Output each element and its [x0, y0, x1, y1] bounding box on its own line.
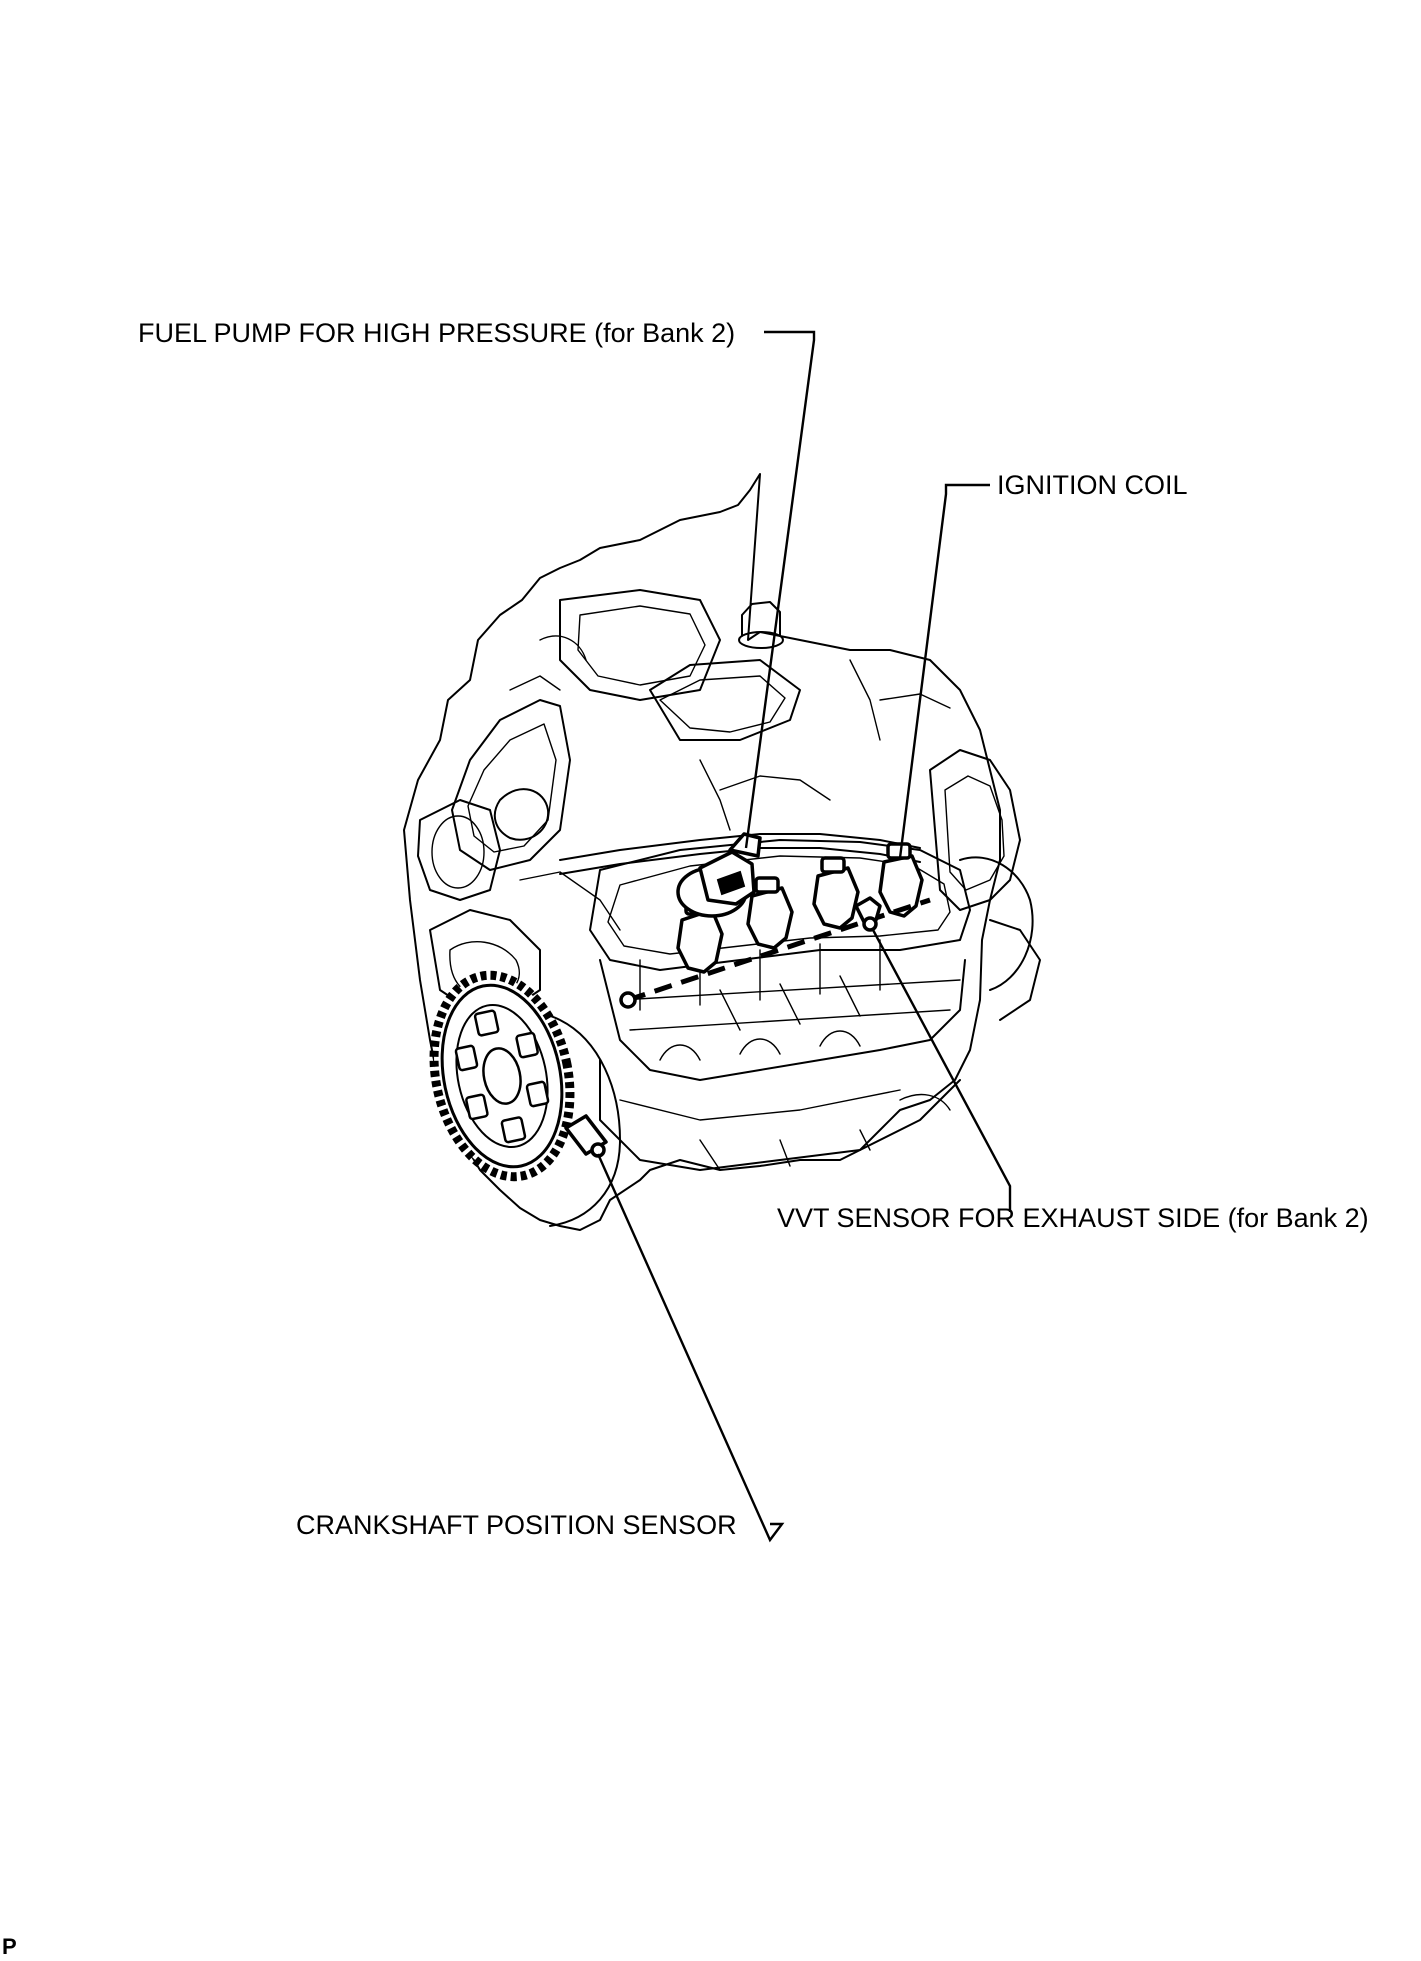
page-mark: P	[2, 1934, 17, 1959]
high-pressure-fuel-pump	[676, 832, 762, 918]
crankshaft-position-sensor	[564, 1114, 608, 1158]
vvt-sensor-label: VVT SENSOR FOR EXHAUST SIDE (for Bank 2)	[777, 1203, 1369, 1233]
fuel-pump-label: FUEL PUMP FOR HIGH PRESSURE (for Bank 2)	[138, 318, 736, 348]
ignition-coil-label: IGNITION COIL	[997, 470, 1188, 500]
ignition-coils	[619, 842, 931, 1009]
crankshaft-sensor-label: CRANKSHAFT POSITION SENSOR	[296, 1510, 737, 1540]
crankshaft-signal-plate	[429, 970, 575, 1182]
leader-lines	[596, 330, 1012, 1543]
vvt-sensor	[854, 896, 882, 932]
